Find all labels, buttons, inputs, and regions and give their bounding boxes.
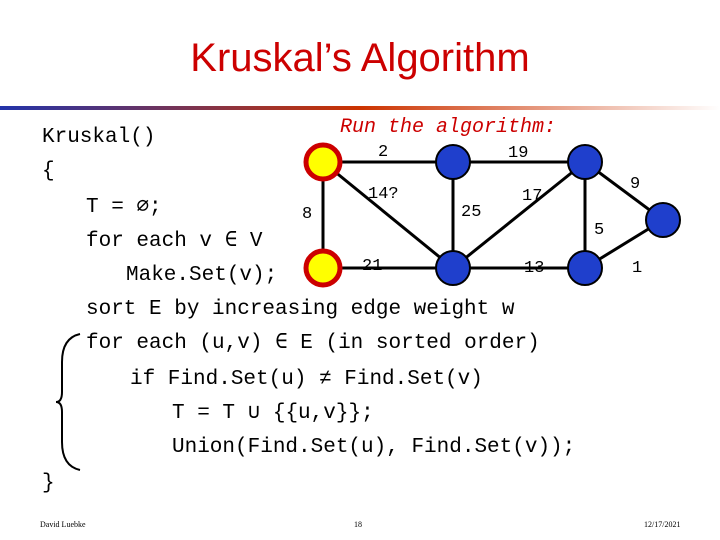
code-line-sort: sort E by increasing edge weight w — [86, 298, 515, 321]
graph-node — [435, 250, 471, 286]
graph-edges — [321, 160, 664, 270]
graph-node — [567, 144, 603, 180]
code-line-close-brace: } — [42, 472, 55, 495]
edge-17 — [452, 160, 586, 270]
edge-14 — [322, 160, 454, 270]
edge-label-25: 25 — [461, 203, 481, 222]
title-underline — [0, 106, 720, 110]
edge-label-9: 9 — [630, 175, 640, 194]
code-line-init: T = ∅; — [86, 196, 162, 219]
edge-label-17: 17 — [522, 187, 542, 206]
code-line-for-edge: for each (u,v) ∈ E (in sorted order) — [86, 332, 540, 355]
edge-label-2: 2 — [378, 143, 388, 162]
edge-label-19: 19 — [508, 144, 528, 163]
code-line-open-brace: { — [42, 160, 55, 183]
graph-nodes — [303, 142, 681, 288]
edge-label-8: 8 — [302, 205, 312, 224]
code-line-for-vertex: for each v ∈ V — [86, 230, 263, 253]
footer-date: 12/17/2021 — [644, 520, 681, 529]
graph-node — [645, 202, 681, 238]
edge-label-14: 14? — [368, 185, 399, 204]
for-loop-brace — [55, 333, 81, 471]
edge-labels: 2 19 9 8 14? 25 17 5 21 13 1 — [302, 143, 642, 278]
edge-label-21: 21 — [362, 257, 382, 276]
code-line-kruskal: Kruskal() — [42, 126, 156, 149]
graph-node — [303, 142, 343, 182]
edge-label-13: 13 — [524, 259, 544, 278]
edge-label-1: 1 — [632, 259, 642, 278]
edge-label-5: 5 — [594, 221, 604, 240]
code-line-union: Union(Find.Set(u), Find.Set(v)); — [172, 436, 576, 459]
footer-page-number: 18 — [354, 520, 362, 529]
code-line-makeset: Make.Set(v); — [126, 264, 278, 287]
code-line-union-tree: T = T ∪ {{u,v}}; — [172, 402, 374, 425]
footer-author: David Luebke — [40, 520, 86, 529]
run-algorithm-label: Run the algorithm: — [340, 116, 557, 139]
code-line-if: if Find.Set(u) ≠ Find.Set(v) — [130, 368, 483, 391]
slide-title: Kruskal’s Algorithm — [190, 36, 530, 80]
graph-node — [303, 248, 343, 288]
graph-node — [435, 144, 471, 180]
graph-node — [567, 250, 603, 286]
